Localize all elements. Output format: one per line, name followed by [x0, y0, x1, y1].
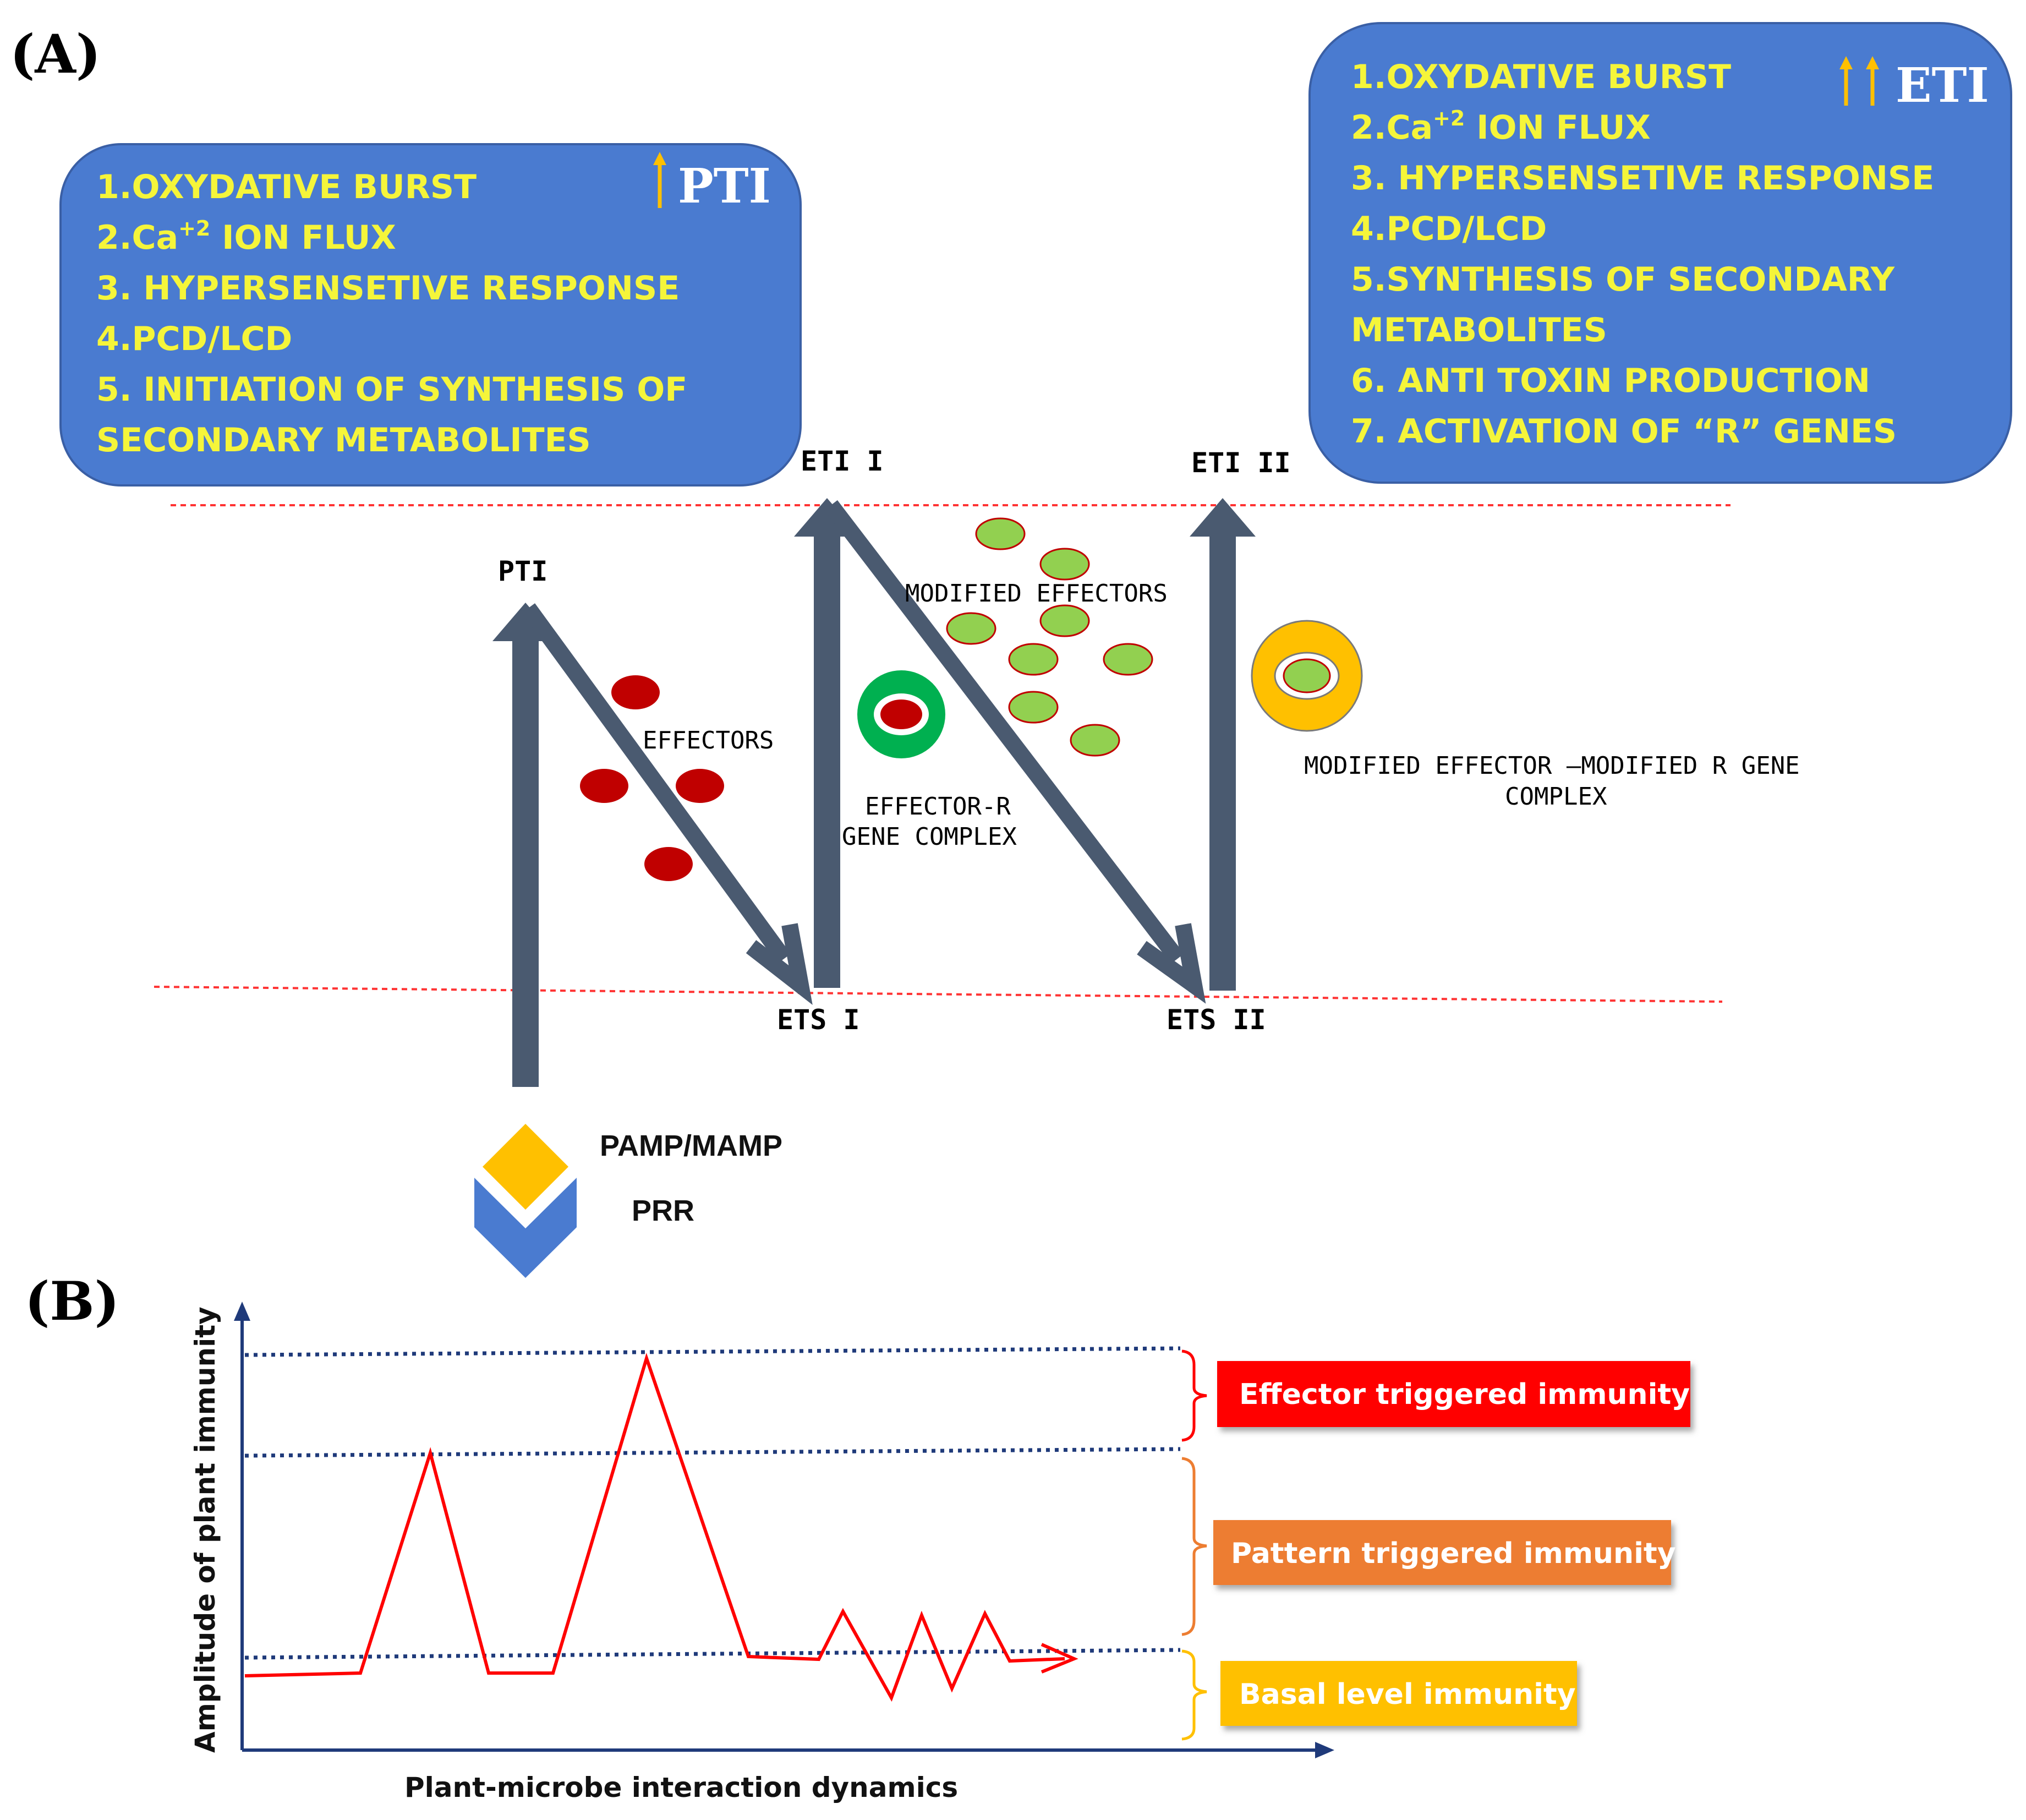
- modified-complex: [1251, 620, 1363, 732]
- pti-to-ets1-arrow: [521, 603, 791, 964]
- basal-brace: [1181, 1649, 1207, 1741]
- eti-response-item: 4.PCD/LCD: [1351, 210, 1547, 248]
- effector-dot: [676, 769, 724, 803]
- pti-box-tag: PTI: [678, 159, 771, 214]
- basal-threshold-line: [244, 1648, 1181, 1660]
- legend-pti-label: Pattern triggered immunity: [1231, 1537, 1676, 1570]
- modified-effector-dot: [1008, 643, 1059, 676]
- up-arrow-icon: [1839, 56, 1853, 106]
- panel-b-label: (B): [25, 1270, 119, 1332]
- lower-threshold-line: [154, 986, 1723, 1003]
- modified-effector-dot: [975, 517, 1026, 550]
- effectors-label: EFFECTORS: [643, 726, 774, 755]
- y-axis-arrowhead: [234, 1302, 250, 1321]
- eti-box-tag: ETI: [1896, 58, 1989, 113]
- effector-r-complex-label: GENE COMPLEX: [842, 823, 1017, 851]
- pti-response-item: 1.OXYDATIVE BURST: [96, 168, 477, 206]
- pti-threshold-line: [244, 1447, 1181, 1458]
- eti1-to-ets2-arrow: [824, 500, 1184, 964]
- modified-effector-dot: [1103, 643, 1153, 676]
- ets1-arrowhead: [746, 923, 813, 1005]
- ets2-node-label: ETS II: [1167, 1004, 1266, 1036]
- curve-arrowhead: [1041, 1643, 1078, 1674]
- legend-eti-box: [1217, 1361, 1690, 1427]
- eti1-node-label: ETI I: [801, 445, 884, 477]
- eti-response-item: 5.SYNTHESIS OF SECONDARY: [1351, 260, 1896, 299]
- modified-complex-label: COMPLEX: [1505, 783, 1607, 811]
- pamp-prr-receptor: [474, 1124, 577, 1278]
- effector-dot: [580, 769, 628, 803]
- effector-dot: [611, 675, 660, 709]
- prr-shape: [474, 1178, 577, 1278]
- effector-r-complex-label: EFFECTOR-R: [865, 793, 1011, 821]
- eti2-up-arrowhead: [1190, 498, 1256, 537]
- pti-response-box: 1.OXYDATIVE BURST 2.Ca+2 ION FLUX 3. HYP…: [59, 143, 802, 487]
- effector-dot: [644, 847, 693, 881]
- pti-response-item: SECONDARY METABOLITES: [96, 421, 591, 460]
- prr-label: PRR: [632, 1194, 694, 1227]
- panel-a-label: (A): [10, 23, 101, 85]
- pamp-label: PAMP/MAMP: [600, 1129, 782, 1162]
- pti-node-label: PTI: [498, 555, 547, 587]
- pti-brace: [1181, 1457, 1207, 1636]
- modified-effector-dot: [1008, 691, 1059, 724]
- eti-response-item: 6. ANTI TOXIN PRODUCTION: [1351, 362, 1870, 400]
- immunity-amplitude-curve: [244, 1353, 1065, 1702]
- eti-response-item: 2.Ca+2 ION FLUX: [1351, 106, 1651, 147]
- modified-effector-dot: [946, 612, 996, 645]
- pti-response-item: 3. HYPERSENSETIVE RESPONSE: [96, 269, 680, 308]
- eti-response-item: METABOLITES: [1351, 311, 1607, 349]
- modified-effectors-group: [946, 517, 1153, 757]
- eti-threshold-line: [244, 1346, 1181, 1357]
- panel-b-threshold-lines: [244, 1346, 1181, 1660]
- eti2-node-label: ETI II: [1191, 447, 1291, 479]
- pti-response-item: 5. INITIATION OF SYNTHESIS OF: [96, 370, 687, 409]
- eti-brace: [1181, 1349, 1207, 1442]
- y-axis-title: Amplitude of plant immunity: [189, 1307, 221, 1753]
- modified-complex-label: MODIFIED EFFECTOR –MODIFIED R GENE: [1304, 752, 1800, 780]
- pti-response-item: 2.Ca+2 ION FLUX: [96, 216, 396, 257]
- legend-pti: Pattern triggered immunity: [1213, 1520, 1676, 1585]
- x-axis-arrowhead: [1315, 1742, 1334, 1758]
- legend-eti-label: Effector triggered immunity: [1239, 1378, 1690, 1411]
- modified-effector-dot: [1039, 548, 1090, 581]
- ets2-arrowhead: [1137, 923, 1206, 1004]
- legend-pti-box: [1213, 1520, 1671, 1585]
- pamp-shape: [483, 1124, 568, 1210]
- eti-response-box: 1.OXYDATIVE BURST 2.Ca+2 ION FLUX 3. HYP…: [1308, 22, 2012, 484]
- legend-basal-label: Basal level immunity: [1239, 1678, 1576, 1711]
- panel-b-axes: [234, 1302, 1334, 1758]
- up-arrow-icon: [653, 152, 666, 208]
- legend-basal: Basal level immunity: [1220, 1661, 1577, 1726]
- eti-response-item: 3. HYPERSENSETIVE RESPONSE: [1351, 159, 1934, 198]
- zigzag-arrows: [492, 498, 1256, 1087]
- legend-eti: Effector triggered immunity: [1217, 1361, 1690, 1427]
- modified-effector-dot: [1070, 724, 1120, 757]
- modified-effector-dot: [1039, 604, 1090, 637]
- legend-basal-box: [1220, 1661, 1577, 1726]
- eti-response-item: 7. ACTIVATION OF “R” GENES: [1351, 412, 1897, 451]
- effectors-group: [580, 675, 724, 881]
- x-axis-title: Plant-microbe interaction dynamics: [404, 1772, 958, 1803]
- eti-response-item: 1.OXYDATIVE BURST: [1351, 58, 1731, 96]
- up-arrow-icon: [1866, 56, 1879, 106]
- modified-effectors-label: MODIFIED EFFECTORS: [905, 580, 1168, 608]
- ets1-node-label: ETS I: [777, 1004, 860, 1036]
- pti-response-item: 4.PCD/LCD: [96, 320, 292, 358]
- effector-r-complex: [857, 670, 945, 758]
